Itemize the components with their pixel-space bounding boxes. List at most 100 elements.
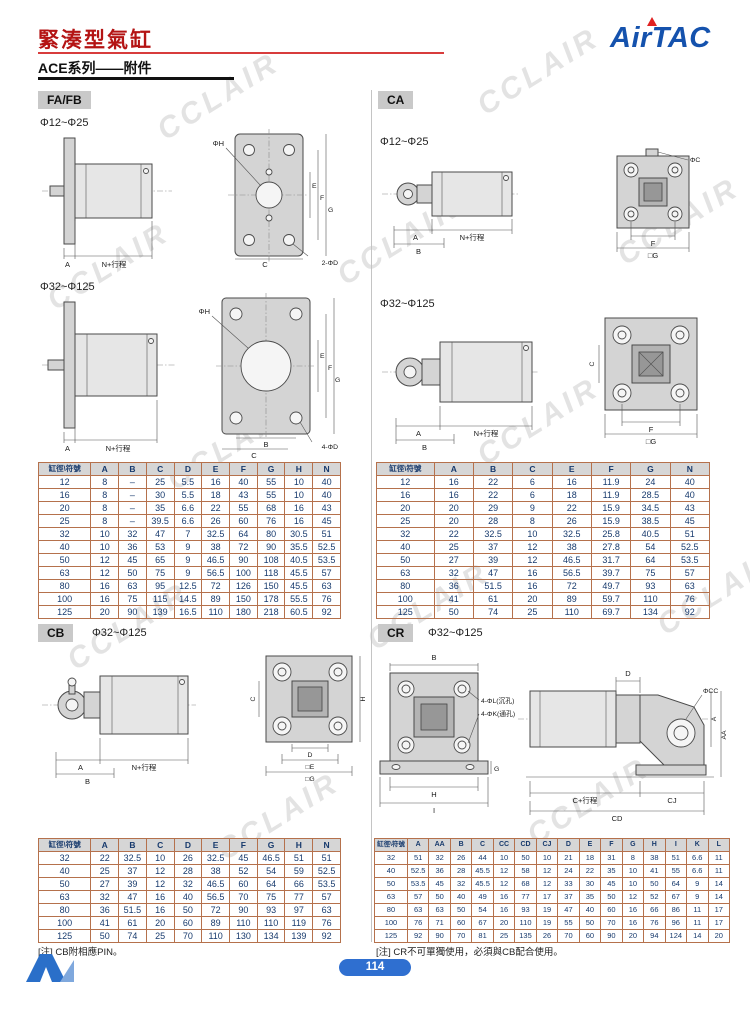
table-cell: 75 xyxy=(118,592,147,606)
table-cell: 75 xyxy=(145,566,175,580)
table-header-cell: C xyxy=(512,462,553,476)
dim-f-label: F xyxy=(649,425,654,434)
table-cell: 16 xyxy=(621,916,645,930)
table-cell: 50 xyxy=(118,566,147,580)
dim-a-label: A xyxy=(413,233,418,242)
table-cell: 12 xyxy=(512,553,553,567)
table-cell: 14 xyxy=(707,890,730,904)
dim-g-label: G xyxy=(328,207,333,214)
table-cell: 10 xyxy=(284,475,314,489)
table-cell: 68 xyxy=(256,501,286,515)
table-cell: 32 xyxy=(37,527,92,541)
table-cell: 20 xyxy=(376,501,435,515)
table-header-cell: N xyxy=(669,462,711,476)
section-label-cr: CR xyxy=(378,624,414,642)
table-cell: 50 xyxy=(173,903,203,917)
table-cell: 110 xyxy=(201,929,230,943)
table-cell: 45 xyxy=(118,553,147,567)
table-cell: 25 xyxy=(512,605,553,619)
table-cell: 54 xyxy=(630,540,671,554)
table-cell: 47 xyxy=(118,890,147,904)
table-cell: 22 xyxy=(578,864,602,878)
dim-g-label: G xyxy=(335,377,340,384)
table-cell: 20 xyxy=(37,501,92,515)
table-cell: 24 xyxy=(557,864,580,878)
table-cell: 20 xyxy=(145,916,175,930)
table-cell: 50 xyxy=(643,877,666,891)
table-header-cell: F xyxy=(229,462,258,476)
table-cell: 39 xyxy=(118,877,147,891)
dim-holes-label: 2-ΦD xyxy=(322,260,338,267)
table-cell: 70 xyxy=(557,929,580,943)
table-cell: 45 xyxy=(312,514,341,528)
table-cell: 16 xyxy=(433,488,474,502)
table-cell: 38 xyxy=(643,851,666,865)
dim-g-label: □G xyxy=(305,776,314,783)
table-cell: 12 xyxy=(90,566,120,580)
ca-large-front-view: C F □G xyxy=(589,317,698,446)
table-cell: 45 xyxy=(428,877,451,891)
table-cell: 43 xyxy=(312,501,341,515)
table-cell: 32.5 xyxy=(551,527,592,541)
table-cell: 20 xyxy=(512,592,553,606)
airtac-logo: AirTAC xyxy=(610,17,711,55)
table-cell: 50 xyxy=(514,851,537,865)
table-cell: 56.5 xyxy=(201,890,230,904)
table-cell: 12 xyxy=(37,475,92,489)
dim-l-holes-label: 4-ΦL(沉孔) xyxy=(481,697,514,705)
table-cell: 16 xyxy=(512,579,553,593)
table-cell: 89 xyxy=(201,592,230,606)
table-cell: 80 xyxy=(37,579,92,593)
table-cell: 93 xyxy=(630,579,671,593)
table-cell: 60.5 xyxy=(284,605,314,619)
table-cell: 90 xyxy=(229,553,258,567)
table-cell: 45.5 xyxy=(471,864,494,878)
table-cell: 126 xyxy=(229,579,258,593)
table-cell: 21 xyxy=(557,851,580,865)
table-cell: 22 xyxy=(201,501,230,515)
ca-drawing-small: A N+行程 B ΦC F □G xyxy=(382,148,700,260)
table-cell: 11.9 xyxy=(590,488,632,502)
table-cell: 76 xyxy=(312,592,341,606)
table-cell: 32.5 xyxy=(118,851,147,865)
table-cell: 17 xyxy=(535,890,559,904)
table-cell: 6 xyxy=(512,475,553,489)
table-cell: 53.5 xyxy=(406,877,430,891)
table-cell: 51 xyxy=(406,851,430,865)
table-cell: 63 xyxy=(37,566,92,580)
table-header-cell: 缸徑\符號 xyxy=(37,838,92,852)
table-cell: 64 xyxy=(229,527,258,541)
table-cell: 57 xyxy=(406,890,430,904)
table-cell: 110 xyxy=(630,592,671,606)
fafb-drawing-large: A N+行程 ΦH E F G B C 4-ΦD xyxy=(42,293,340,460)
dim-f-label: F xyxy=(320,195,324,202)
table-cell: 5.5 xyxy=(173,488,203,502)
table-cell: 45.5 xyxy=(471,877,494,891)
table-cell: 77 xyxy=(284,890,314,904)
table-cell: 35 xyxy=(600,864,623,878)
table-cell: 69.7 xyxy=(590,605,632,619)
table-cell: 40 xyxy=(669,488,711,502)
pin-head xyxy=(67,677,77,687)
table-header-cell: F xyxy=(600,838,623,852)
table-cell: 72 xyxy=(551,579,592,593)
dim-i-label: I xyxy=(433,806,435,815)
table-cell: 50 xyxy=(37,553,92,567)
table-cell: 46.5 xyxy=(201,553,230,567)
table-header-cell: H xyxy=(643,838,666,852)
table-header-cell: 缸徑\符號 xyxy=(376,462,435,476)
table-cell: 54 xyxy=(256,864,286,878)
fafb-drawing-small: A N+行程 ΦH E F G C 2-ΦD xyxy=(42,129,338,268)
